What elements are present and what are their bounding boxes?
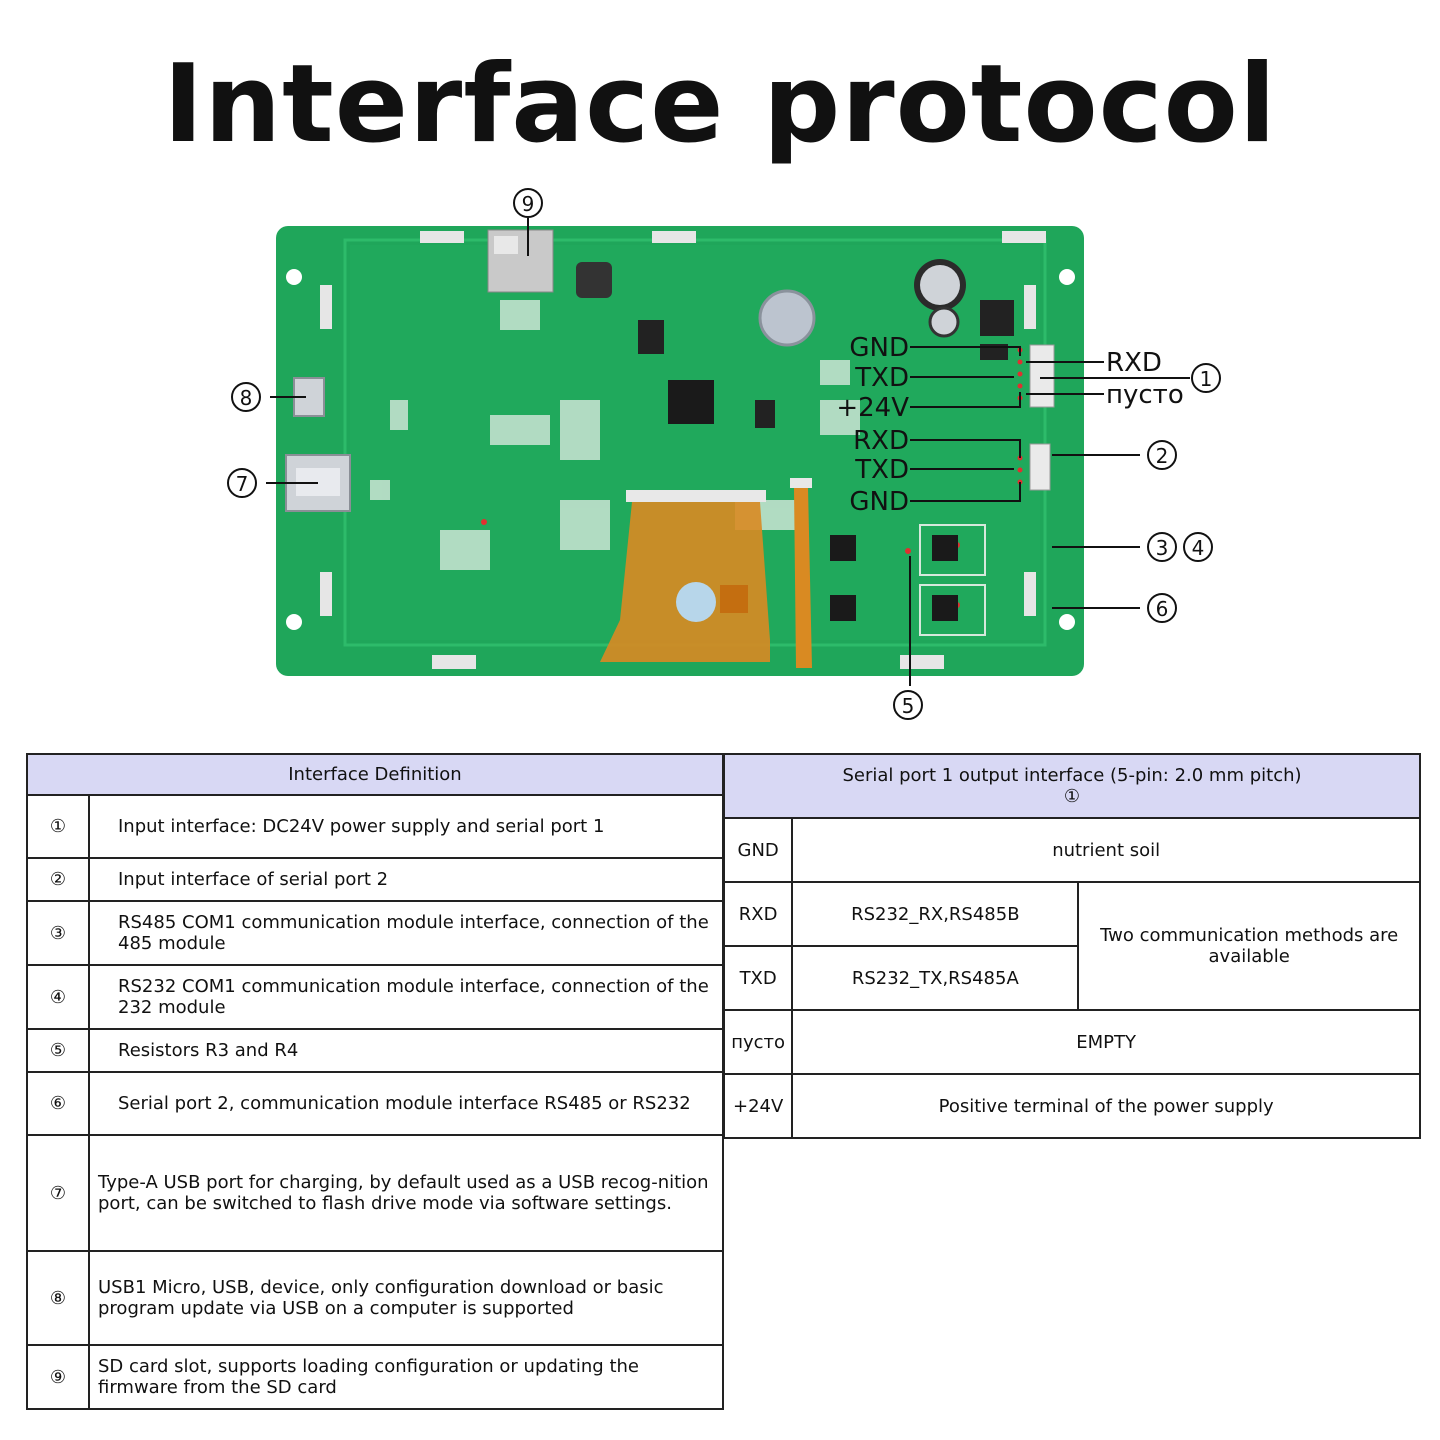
pin-desc: nutrient soil	[791, 817, 1421, 883]
pin-label-gnd-1: GND	[849, 333, 909, 363]
callout-5: 5	[902, 694, 915, 718]
flex-cable	[600, 502, 770, 662]
row-text: RS485 COM1 communication module interfac…	[88, 900, 724, 966]
pin-name: GND	[722, 817, 794, 883]
connector-2	[1029, 443, 1051, 491]
callout-9: 9	[522, 192, 535, 216]
callout-1: 1	[1200, 367, 1213, 391]
touch-flex	[794, 488, 812, 668]
callout-7: 7	[236, 472, 249, 496]
coin-battery	[758, 289, 816, 347]
pin-desc: RS232_RX,RS485B	[791, 881, 1080, 947]
right-table-header-text: Serial port 1 output interface (5-pin: 2…	[842, 765, 1302, 786]
row-index: ②	[26, 857, 90, 902]
callout-4: 4	[1192, 536, 1205, 560]
micro-usb-port	[293, 377, 325, 417]
pin-label-empty: пусто	[1106, 380, 1184, 410]
connector-1	[1029, 344, 1055, 408]
row-index: ⑨	[26, 1344, 90, 1410]
board-diagram: GND TXD +24V RXD пусто RXD TXD GND 9 1 2…	[227, 188, 1221, 720]
pin-label-rxd-2: RXD	[853, 426, 909, 456]
row-text: SD card slot, supports loading configura…	[88, 1344, 724, 1410]
mounting-holes	[286, 269, 1075, 630]
row-text: USB1 Micro, USB, device, only configurat…	[88, 1250, 724, 1346]
pin-name: TXD	[722, 945, 794, 1011]
page-title: Interface protocol	[163, 42, 1277, 167]
pin-desc: Positive terminal of the power supply	[791, 1073, 1421, 1139]
leader-lines	[266, 218, 1190, 686]
pin-name: RXD	[722, 881, 794, 947]
pin-name: пусто	[722, 1009, 794, 1075]
left-table-header: Interface Definition	[26, 753, 724, 796]
inductor	[576, 262, 612, 298]
row-index: ⑥	[26, 1071, 90, 1136]
row-text: Input interface: DC24V power supply and …	[88, 794, 724, 859]
pin-label-gnd-2: GND	[849, 487, 909, 517]
lcd-connector	[626, 490, 766, 502]
pin-name: +24V	[722, 1073, 794, 1139]
row-index: ①	[26, 794, 90, 859]
row-index: ③	[26, 900, 90, 966]
row-index: ④	[26, 964, 90, 1030]
right-table-header-index: ①	[1063, 786, 1081, 807]
row-index: ⑦	[26, 1134, 90, 1252]
row-index: ⑧	[26, 1250, 90, 1346]
capacitor-small	[928, 306, 960, 338]
pin-label-txd-2: TXD	[854, 455, 909, 485]
callout-8: 8	[240, 386, 253, 410]
pin-label-24v: +24V	[836, 393, 909, 423]
callout-3: 3	[1156, 536, 1169, 560]
pin-label-txd-1: TXD	[854, 363, 909, 393]
flex-stiffener	[676, 582, 716, 622]
pin-desc: RS232_TX,RS485A	[791, 945, 1080, 1011]
callout-6: 6	[1156, 597, 1169, 621]
row-text: RS232 COM1 communication module interfac…	[88, 964, 724, 1030]
callout-2: 2	[1156, 444, 1169, 468]
pin-desc: EMPTY	[791, 1009, 1421, 1075]
row-text: Serial port 2, communication module inte…	[88, 1071, 724, 1136]
row-index: ⑤	[26, 1028, 90, 1073]
row-text: Type-A USB port for charging, by default…	[88, 1134, 724, 1252]
merged-note: Two communication methods are available	[1077, 881, 1421, 1011]
pin-label-rxd-1: RXD	[1106, 348, 1162, 378]
interface-definition-table: Interface Definition ① Input interface: …	[26, 753, 724, 1410]
row-text: Resistors R3 and R4	[88, 1028, 724, 1073]
main-chip	[668, 380, 714, 424]
row-text: Input interface of serial port 2	[88, 857, 724, 902]
right-table-header: Serial port 1 output interface (5-pin: 2…	[723, 753, 1421, 819]
serial-port-table: Serial port 1 output interface (5-pin: 2…	[722, 753, 1421, 1139]
